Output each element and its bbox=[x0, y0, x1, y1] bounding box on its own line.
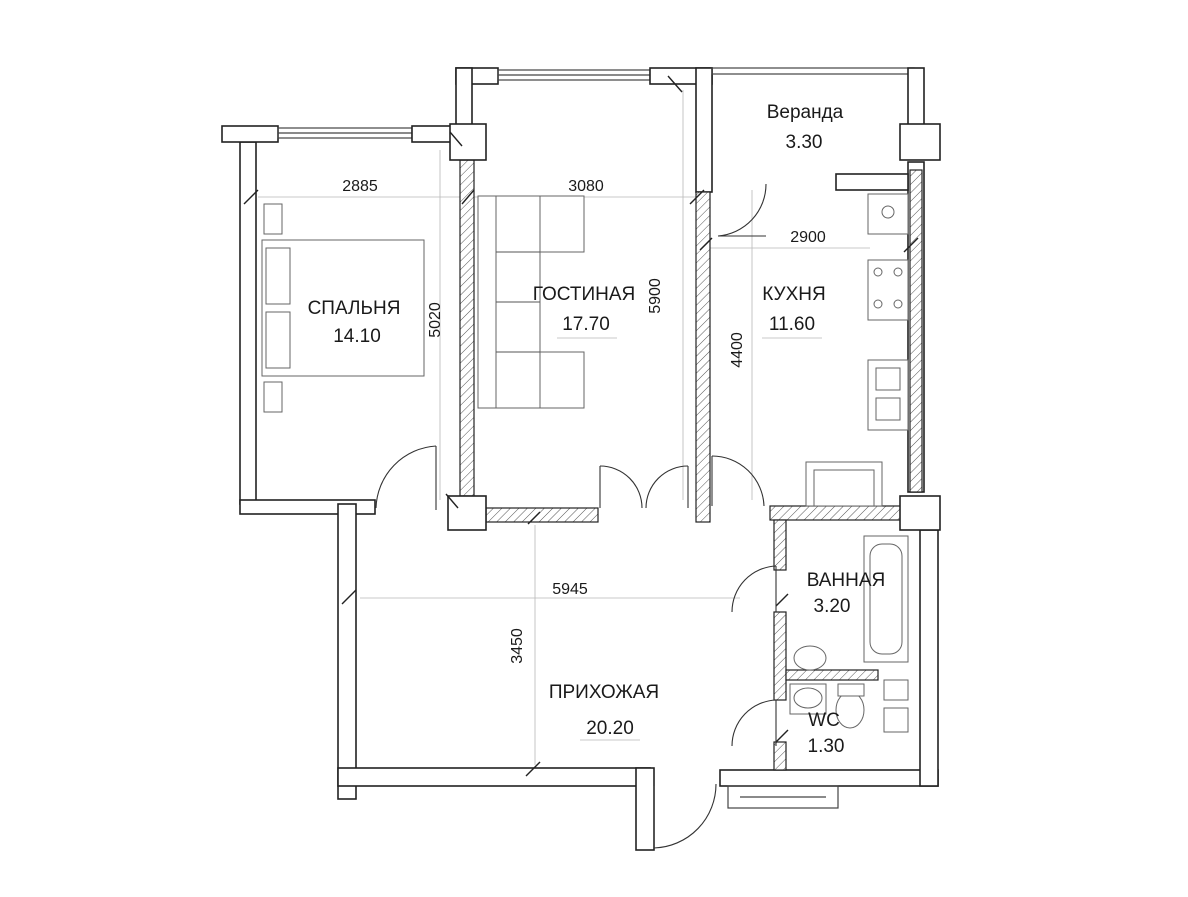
dimension-labels: 2885 3080 2900 5945 5020 5900 4400 3450 bbox=[342, 178, 826, 664]
room-area-hall: 20.20 bbox=[586, 718, 634, 739]
room-name-bathroom: ВАННАЯ bbox=[807, 570, 886, 591]
bathroom-fixtures bbox=[789, 535, 909, 733]
room-area-veranda: 3.30 bbox=[786, 132, 823, 153]
kitchen-appliances bbox=[805, 193, 909, 507]
doors bbox=[375, 183, 777, 849]
room-name-veranda: Веранда bbox=[767, 102, 844, 123]
dim-living-width: 3080 bbox=[568, 178, 604, 195]
room-area-wc: 1.30 bbox=[808, 736, 845, 757]
room-labels: Веранда 3.30 СПАЛЬНЯ 14.10 ГОСТИНАЯ 17.7… bbox=[308, 102, 886, 757]
bedroom-bed bbox=[261, 203, 425, 413]
interior-walls bbox=[459, 159, 923, 771]
room-area-living: 17.70 bbox=[562, 314, 610, 335]
exterior-walls bbox=[221, 67, 939, 851]
room-name-wc: WC bbox=[808, 710, 840, 731]
room-name-kitchen: КУХНЯ bbox=[762, 284, 825, 305]
structural-columns bbox=[447, 123, 941, 531]
dim-bedroom-width: 2885 bbox=[342, 178, 378, 195]
room-area-kitchen: 11.60 bbox=[769, 314, 815, 335]
living-sofa bbox=[477, 195, 585, 409]
dim-hall-depth: 3450 bbox=[509, 628, 526, 664]
room-area-bathroom: 3.20 bbox=[814, 596, 851, 617]
dim-kitchen-width: 2900 bbox=[790, 229, 826, 246]
dim-living-depth: 5900 bbox=[647, 278, 664, 314]
dim-kitchen-depth: 4400 bbox=[729, 332, 746, 368]
room-name-living: ГОСТИНАЯ bbox=[533, 284, 635, 305]
wall-marks bbox=[243, 75, 919, 777]
dim-bedroom-depth: 5020 bbox=[427, 302, 444, 338]
room-name-bedroom: СПАЛЬНЯ bbox=[308, 298, 401, 319]
dim-hall-width: 5945 bbox=[552, 581, 588, 598]
room-name-hall: ПРИХОЖАЯ bbox=[549, 682, 659, 703]
room-area-bedroom: 14.10 bbox=[333, 326, 381, 347]
